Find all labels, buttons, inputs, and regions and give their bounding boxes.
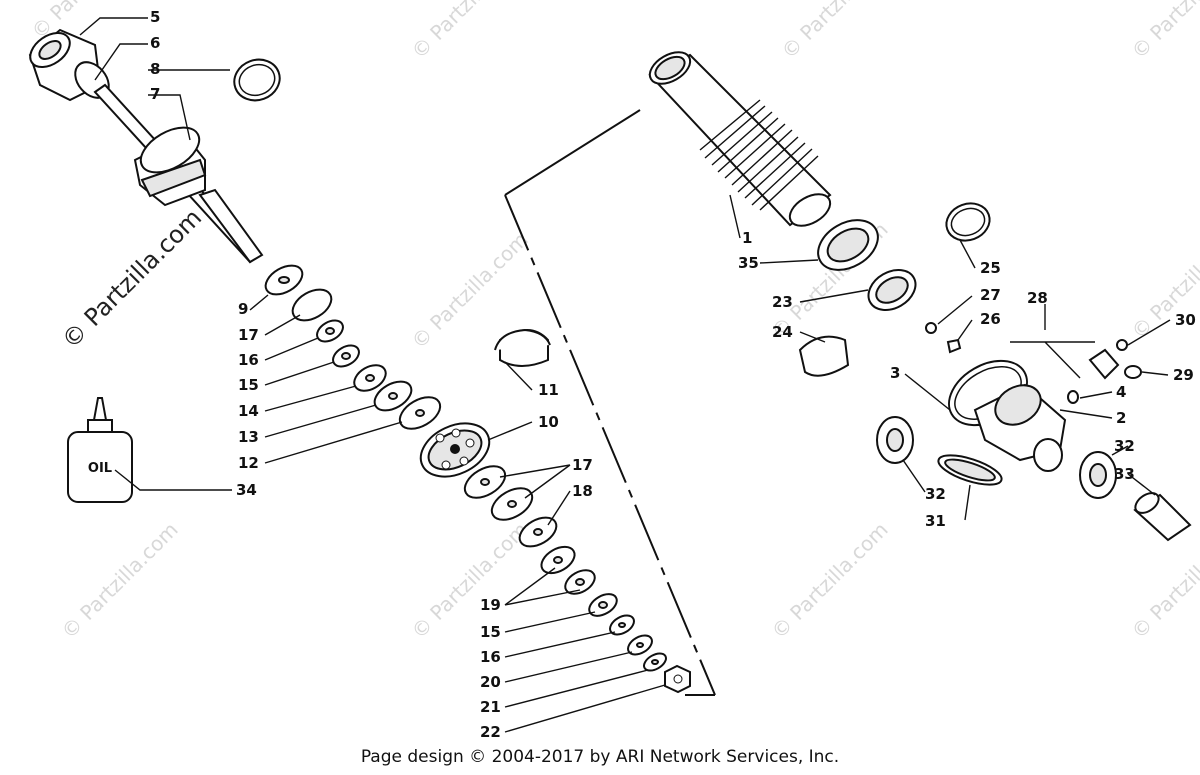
assembly-frame: [504, 109, 716, 696]
callout-25: 25: [980, 259, 1001, 277]
watermark: © Partzilla.com: [407, 0, 533, 64]
reservoir-head: [948, 339, 1142, 472]
callout-33: 33: [1114, 465, 1135, 483]
watermark: © Partzilla.com: [777, 0, 903, 64]
page-footer: Page design © 2004-2017 by ARI Network S…: [360, 747, 840, 767]
callout-18: 18: [572, 482, 593, 500]
callout-17: 17: [238, 326, 259, 344]
callout-22: 22: [480, 723, 501, 741]
callout-8: 8: [150, 60, 160, 78]
callout-13: 13: [238, 428, 259, 446]
oil-bottle-label: OIL: [88, 461, 112, 476]
callout-32: 32: [925, 485, 946, 503]
callout-7: 7: [150, 85, 160, 103]
callout-19: 19: [480, 596, 501, 614]
watermark: © Partzilla.com: [767, 517, 893, 643]
callout-9: 9: [238, 300, 248, 318]
callout-2: 2: [1116, 409, 1126, 427]
callout-20: 20: [480, 673, 501, 691]
callout-15b: 15: [480, 623, 501, 641]
oil-bottle: OIL: [67, 397, 133, 503]
watermark: © Partzilla.com: [57, 517, 183, 643]
callout-16: 16: [238, 351, 259, 369]
watermark: © Partzilla.com: [407, 517, 533, 643]
callout-21: 21: [480, 698, 501, 716]
washer-stack-upper: [264, 264, 442, 430]
callout-24: 24: [772, 323, 793, 341]
callout-35: 35: [738, 254, 759, 272]
collar-group: [798, 202, 991, 377]
callout-12: 12: [238, 454, 259, 472]
callout-15: 15: [238, 376, 259, 394]
piston-group: [419, 328, 551, 478]
watermark: © Partzilla.com: [1127, 0, 1200, 64]
leader-lines: [79, 17, 1171, 733]
callout-11: 11: [538, 381, 559, 399]
callout-26: 26: [980, 310, 1001, 328]
callout-34: 34: [236, 481, 257, 499]
callout-5: 5: [150, 8, 160, 26]
shock-body: [648, 51, 832, 227]
callout-10: 10: [538, 413, 559, 431]
watermark-main: © Partzilla.com: [56, 203, 207, 354]
callout-31: 31: [925, 512, 946, 530]
callout-3: 3: [890, 364, 900, 382]
callout-labels: 5 6 8 7 9 17 16 15 14 13 12 11 10 17 18 …: [150, 8, 1196, 741]
callout-1: 1: [742, 229, 752, 247]
callout-32b: 32: [1114, 437, 1135, 455]
callout-27: 27: [980, 286, 1001, 304]
callout-23: 23: [772, 293, 793, 311]
bushings: [876, 416, 1192, 542]
callout-6: 6: [150, 34, 160, 52]
callout-28: 28: [1027, 289, 1048, 307]
callout-30: 30: [1175, 311, 1196, 329]
callout-4: 4: [1116, 383, 1126, 401]
watermark-layer: © Partzilla.com © Partzilla.com © Partzi…: [27, 0, 1200, 644]
callout-14: 14: [238, 402, 259, 420]
callout-17b: 17: [572, 456, 593, 474]
callout-29: 29: [1173, 366, 1194, 384]
callout-16b: 16: [480, 648, 501, 666]
shaft-assembly: [28, 28, 281, 264]
